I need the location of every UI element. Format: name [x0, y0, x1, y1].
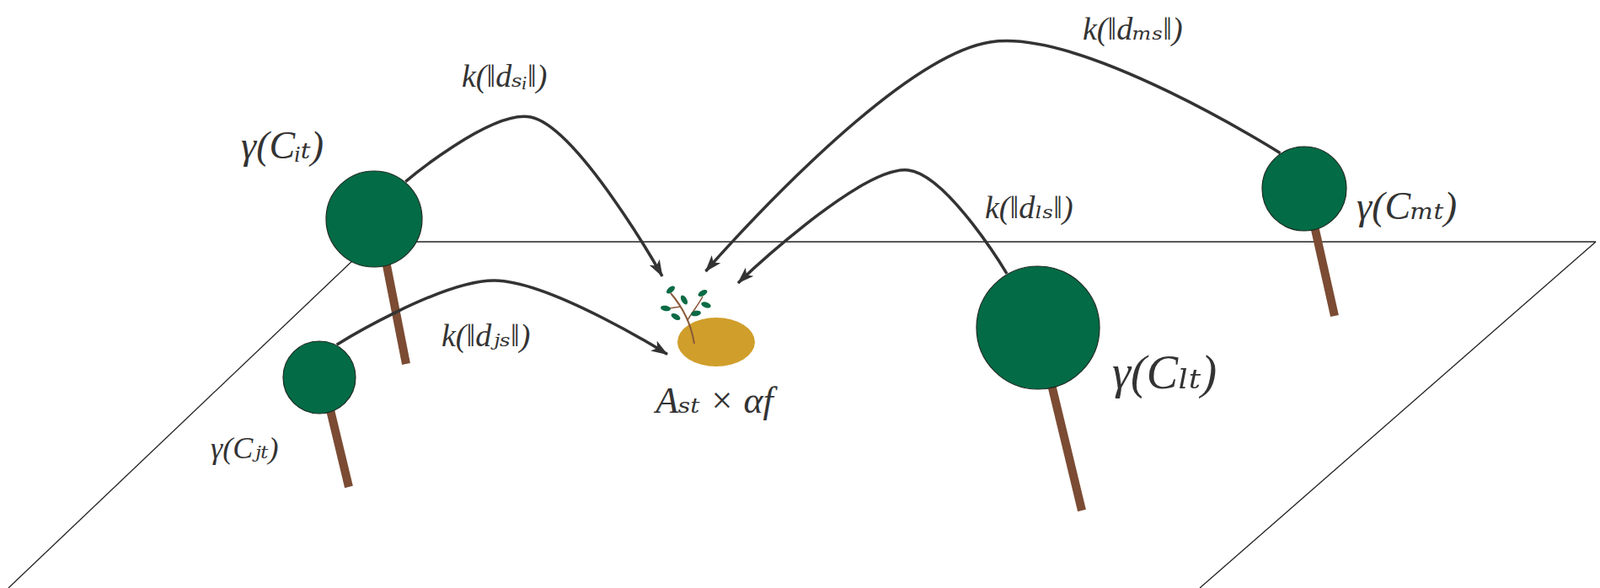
tree-crown [326, 171, 423, 268]
seedling-sprig [660, 284, 712, 344]
seedling-node: Aₛₜ × αf [662, 271, 764, 370]
tree-node: γ(Cⱼₜ) [282, 340, 357, 415]
tree-trunk [1311, 214, 1335, 316]
tree-label: γ(Cₘₜ) [1356, 185, 1457, 229]
tree-label: γ(Cᵢₜ) [240, 124, 324, 168]
seedling-label: Aₛₜ × αf [655, 380, 774, 422]
tree-label: γ(Cⱼₜ) [210, 432, 279, 466]
dispersal-arrow [405, 116, 663, 277]
tree-crown-shape [282, 340, 357, 415]
kernel-label: k(‖dₘₛ‖) [1080, 11, 1186, 48]
tree-crown-shape [975, 265, 1101, 391]
ground-edge [8, 241, 373, 588]
tree-label: γ(Cₗₜ) [1112, 347, 1217, 400]
tree-crown [1262, 146, 1347, 231]
ground-edge [1199, 241, 1596, 588]
tree-crown-shape [1261, 145, 1348, 232]
kernel-label: k(‖dₗₛ‖) [982, 190, 1076, 226]
tree-trunk [1048, 370, 1082, 511]
tree-crown-shape [325, 170, 423, 268]
seedling-shape [662, 271, 764, 370]
tree-crown [283, 341, 356, 414]
tree-node: γ(Cₘₜ) [1261, 145, 1348, 232]
kernel-label: k(‖dₛᵢ‖) [459, 58, 550, 95]
tree-crown [976, 266, 1100, 390]
kernel-label: k(‖dⱼₛ‖) [438, 318, 533, 354]
dispersal-arrow [738, 170, 1007, 284]
tree-node: γ(Cₗₜ) [975, 265, 1101, 391]
tree-node: γ(Cᵢₜ) [325, 170, 423, 268]
dispersal-arrow [337, 280, 668, 355]
